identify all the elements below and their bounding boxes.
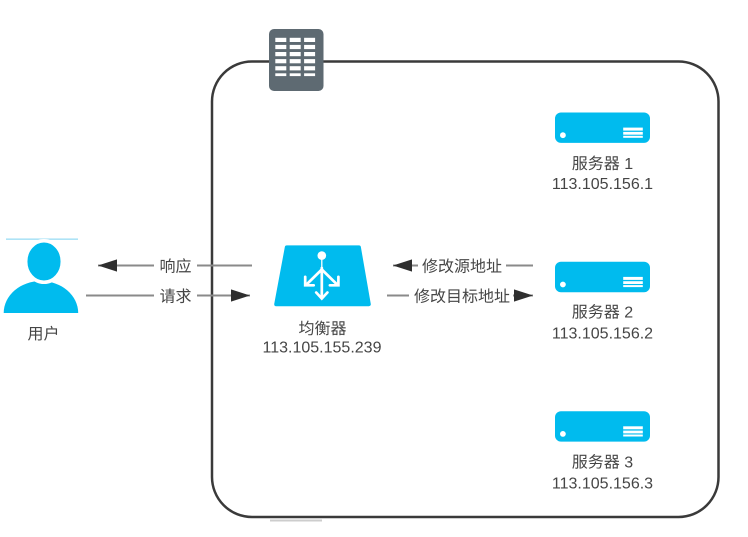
svg-text:113.105.156.3: 113.105.156.3	[552, 476, 653, 493]
svg-text:2: 2	[624, 305, 633, 322]
svg-text:1: 1	[624, 156, 633, 173]
svg-text:113.105.156.1: 113.105.156.1	[552, 176, 653, 193]
svg-text:113.105.155.239: 113.105.155.239	[263, 340, 382, 357]
svg-text:3: 3	[624, 455, 633, 472]
svg-text:113.105.156.2: 113.105.156.2	[552, 326, 653, 343]
